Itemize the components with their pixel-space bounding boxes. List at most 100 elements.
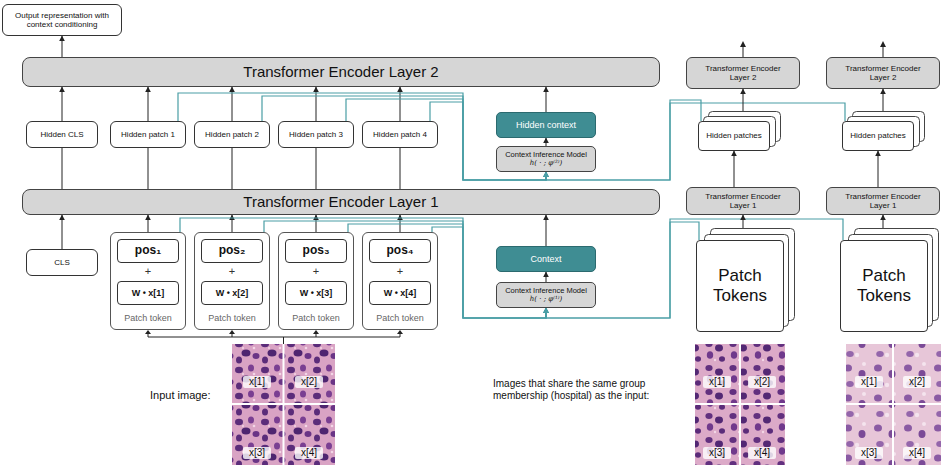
inference-model-box: Context Inference Modelh( · ; φ⁽¹⁾) — [496, 282, 596, 308]
hidden-token-box: Hidden patch 1 — [110, 121, 186, 148]
connector-arrow — [546, 87, 547, 112]
connector-arrow — [62, 148, 63, 189]
group-image — [846, 344, 941, 465]
node-text: pos₁ — [135, 244, 161, 258]
connector-arrow — [232, 87, 233, 121]
position-box: pos₂ — [201, 239, 263, 263]
connector-arrow — [148, 148, 149, 189]
node-text: W • x[2] — [216, 288, 249, 298]
patch-index: x[1] — [243, 376, 271, 388]
node-text: + — [363, 265, 437, 278]
node-text: W • x[4] — [384, 288, 417, 298]
patch-token-box: + Patch token pos₁ W • x[1] — [110, 232, 186, 330]
hidden-token-box: Hidden patch 3 — [278, 121, 354, 148]
encoder-layer-box: Transformer Encoder Layer 2 — [686, 57, 800, 89]
node-text: Patch Tokens — [697, 266, 783, 305]
node-text: h( · ; φ⁽¹⁾) — [530, 295, 562, 303]
context-box: Hidden context — [496, 112, 596, 138]
node-text: h( · ; φ⁽²⁾) — [530, 159, 562, 167]
node-text: Transformer Encoder Layer 2 — [699, 64, 787, 82]
figure-label: Input image: — [150, 389, 230, 402]
connector-arrow — [400, 148, 401, 189]
embedding-box: W • x[3] — [285, 281, 347, 305]
token-stack-box: Patch Tokens — [840, 240, 928, 332]
context-box: Context — [496, 246, 596, 272]
patch-token-box: + Patch token pos₃ W • x[3] — [278, 232, 354, 330]
node-text: Context — [530, 254, 561, 264]
position-box: pos₃ — [285, 239, 347, 263]
figure-label: Images that share the same group members… — [493, 378, 683, 402]
input-image — [232, 344, 335, 465]
node-text: Context Inference Model — [505, 151, 587, 160]
connector-arrow — [62, 87, 63, 121]
node-text: + — [111, 265, 185, 278]
patch-index: x[1] — [855, 376, 883, 388]
node-text: Patch token — [279, 313, 353, 323]
patch-index: x[2] — [903, 376, 931, 388]
bracket-arrowheads — [145, 330, 403, 334]
node-text: + — [279, 265, 353, 278]
node-text: Patch token — [111, 313, 185, 323]
node-text: pos₃ — [303, 244, 330, 258]
patch-index: x[4] — [748, 447, 776, 459]
node-text: Hidden CLS — [40, 130, 83, 139]
node-text: Hidden patches — [706, 131, 762, 140]
connector-arrow — [883, 89, 884, 111]
node-text: Context Inference Model — [505, 287, 587, 296]
node-text: Patch token — [363, 313, 437, 323]
output-arrow — [740, 41, 886, 57]
node-text: Hidden patch 2 — [205, 130, 259, 139]
node-text: CLS — [54, 258, 70, 267]
patch-index: x[3] — [703, 447, 731, 459]
node-text: Hidden context — [516, 120, 576, 130]
encoder-layer-bar: Transformer Encoder Layer 2 — [22, 57, 660, 87]
node-text: W • x[3] — [300, 288, 333, 298]
embedding-box: W • x[4] — [369, 281, 431, 305]
hidden-token-box: Hidden patch 4 — [362, 121, 438, 148]
node-text: Hidden patch 4 — [373, 130, 427, 139]
hidden-token-box: Hidden patch 2 — [194, 121, 270, 148]
hidden-stack-box: Hidden patches — [842, 121, 914, 151]
node-text: Patch token — [195, 313, 269, 323]
patch-index: x[2] — [295, 376, 323, 388]
split-bracket — [148, 334, 400, 344]
node-text: pos₂ — [219, 244, 246, 258]
encoder-layer-box: Transformer Encoder Layer 2 — [826, 57, 940, 89]
node-text: Hidden patch 3 — [289, 130, 343, 139]
encoder-layer-box: Transformer Encoder Layer 1 — [826, 187, 940, 215]
node-text: Transformer Encoder Layer 2 — [839, 64, 927, 82]
node-text: W • x[1] — [132, 288, 165, 298]
hidden-stack-box: Hidden patches — [698, 121, 770, 151]
connector-arrow — [316, 87, 317, 121]
cls-token-box: CLS — [26, 249, 98, 276]
node-text: Output representation with context condi… — [7, 11, 117, 29]
patch-index: x[2] — [748, 376, 776, 388]
connector-arrow — [743, 215, 744, 228]
position-box: pos₄ — [369, 239, 431, 263]
node-text: Hidden patch 1 — [121, 130, 175, 139]
connector-arrow — [316, 148, 317, 189]
inference-model-box: Context Inference Modelh( · ; φ⁽²⁾) — [496, 146, 596, 172]
connector-arrow — [546, 272, 547, 282]
patch-token-box: + Patch token pos₄ W • x[4] — [362, 232, 438, 330]
group-image — [695, 344, 785, 465]
patch-index: x[3] — [855, 447, 883, 459]
connector-arrow — [883, 215, 884, 228]
encoder-layer-bar: Transformer Encoder Layer 1 — [22, 189, 660, 215]
patch-index: x[3] — [243, 447, 271, 459]
token-stack-box: Patch Tokens — [696, 240, 784, 332]
patch-token-box: +Patch tokenpos₂W • x[2] — [194, 232, 270, 330]
node-text: Transformer Encoder Layer 1 — [839, 192, 927, 210]
connector-arrow — [743, 89, 744, 111]
connector-arrow — [62, 215, 63, 249]
connector-arrow — [62, 36, 63, 57]
node-text: Transformer Encoder Layer 1 — [243, 193, 438, 210]
connector-arrow — [148, 87, 149, 121]
connector-arrow — [546, 138, 547, 146]
encoder-layer-box: Transformer Encoder Layer 1 — [686, 187, 800, 215]
node-text: Transformer Encoder Layer 2 — [243, 63, 438, 80]
connector-arrow — [400, 87, 401, 121]
hidden-token-box: Hidden CLS — [26, 121, 98, 148]
node-text: Patch Tokens — [841, 266, 927, 305]
output-box: Output representation with context condi… — [2, 4, 122, 36]
